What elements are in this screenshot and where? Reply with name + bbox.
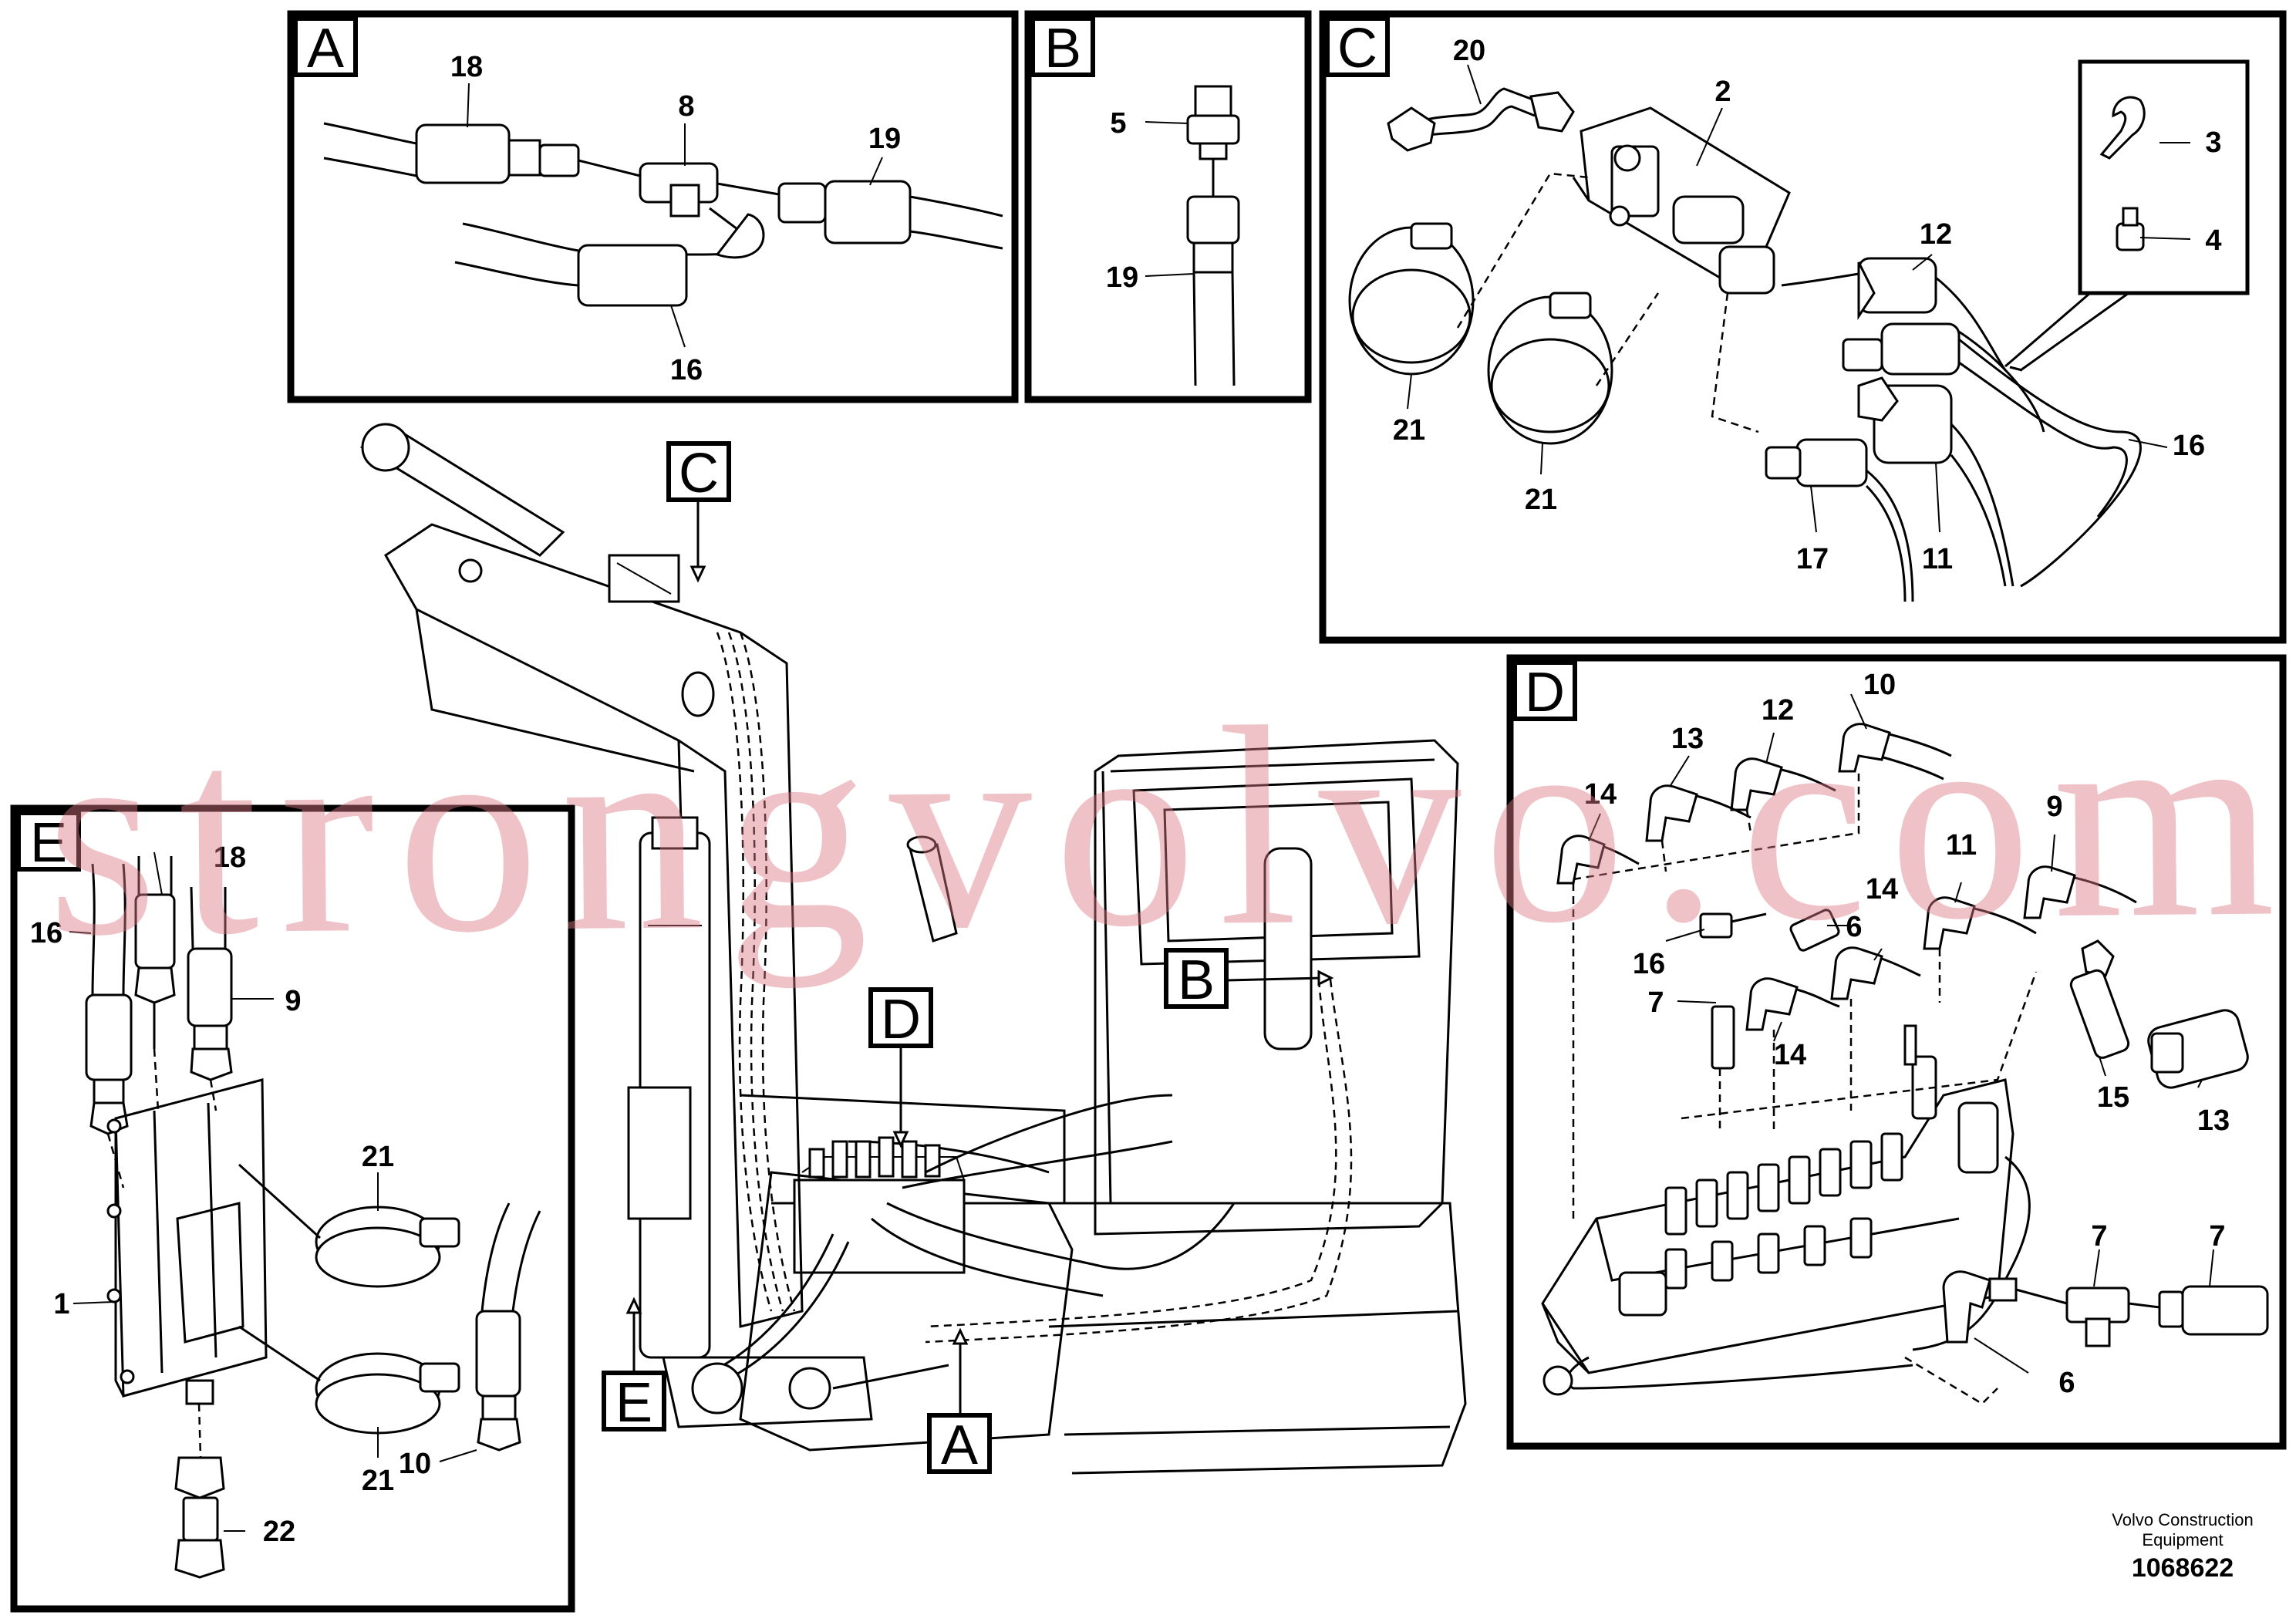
panel-e-callout-1: 1 [53, 1288, 69, 1320]
machine-drawing [359, 423, 1467, 1475]
panel-d-callout-13a: 13 [1671, 723, 1704, 755]
panel-b-callout-19: 19 [1106, 261, 1138, 294]
panel-c-callout-21b: 21 [1525, 484, 1557, 516]
elbow-fittings [1556, 723, 2137, 1031]
detail-panel-d: D [1506, 654, 2287, 1450]
footer-company-line2: Equipment [2142, 1530, 2224, 1549]
valve-spools [1618, 1024, 1999, 1317]
panel-a-callout-18: 18 [450, 51, 483, 83]
panel-b-callout-5: 5 [1110, 107, 1126, 140]
panel-d-callout-6a: 6 [1846, 911, 1862, 943]
panel-d-callout-12: 12 [1762, 694, 1794, 727]
panel-a-letter: A [307, 18, 344, 79]
panel-e-callout-9: 9 [285, 985, 301, 1017]
footer-company-line1: Volvo Construction [2112, 1510, 2254, 1529]
panel-e-callout-22: 22 [263, 1516, 295, 1548]
main-marker-b[interactable]: B [1164, 948, 1229, 1011]
panel-d-letter: D [1525, 662, 1565, 723]
panel-c-callout-11: 11 [1922, 543, 1953, 575]
marker-b-label: B [1178, 949, 1215, 1011]
panel-a-callout-16: 16 [670, 354, 703, 386]
panel-d-callout-7a: 7 [1647, 986, 1664, 1019]
panel-c-callout-3: 3 [2205, 126, 2221, 159]
footer-company: Volvo Construction Equipment [2067, 1510, 2296, 1550]
panel-b-letter: B [1044, 18, 1081, 79]
panel-c-callout-12: 12 [1920, 218, 1952, 251]
panel-d-callout-14c: 14 [1774, 1039, 1806, 1071]
panel-d-callout-7b: 7 [2091, 1220, 2107, 1253]
panel-c-callout-16: 16 [2173, 430, 2205, 462]
main-marker-a[interactable]: A [927, 1413, 992, 1476]
panel-e-letter: E [30, 812, 67, 874]
panel-d-callout-6b: 6 [2058, 1367, 2075, 1399]
detail-panel-e: E [10, 804, 575, 1613]
panel-c-callout-4: 4 [2205, 224, 2221, 257]
main-marker-d[interactable]: D [868, 987, 933, 1050]
panel-e-callout-16: 16 [30, 917, 62, 949]
detail-panel-a: A 18 8 19 16 [287, 10, 1019, 403]
panel-d-callout-7c: 7 [2209, 1220, 2225, 1253]
panel-d-callout-10: 10 [1863, 669, 1896, 701]
panel-e-callout-21a: 21 [362, 1141, 394, 1173]
panel-c-callout-20: 20 [1453, 35, 1485, 67]
main-marker-c[interactable]: C [666, 441, 731, 504]
panel-c-callout-21a: 21 [1393, 414, 1425, 447]
panel-d-callout-14b: 14 [1866, 873, 1898, 905]
panel-c-callout-2: 2 [1714, 76, 1731, 108]
footer-part-number: 1068622 [2131, 1553, 2234, 1583]
detail-panel-c: C [1319, 10, 2287, 644]
panel-a-callout-8: 8 [678, 90, 694, 123]
panel-d-callout-15: 15 [2097, 1081, 2129, 1114]
panel-e-callout-18: 18 [214, 841, 246, 874]
main-marker-e[interactable]: E [602, 1371, 666, 1434]
detail-panel-b: B 5 19 [1024, 10, 1312, 403]
panel-d-callout-13b: 13 [2197, 1104, 2230, 1137]
panel-e-callout-10: 10 [399, 1448, 431, 1480]
marker-e-label: E [615, 1372, 652, 1434]
panel-d-callout-11: 11 [1946, 829, 1977, 862]
panel-c-letter: C [1337, 18, 1377, 79]
panel-d-callout-16: 16 [1633, 948, 1665, 980]
panel-d-callout-14a: 14 [1584, 778, 1617, 811]
marker-c-label: C [679, 443, 719, 504]
marker-d-label: D [881, 989, 921, 1050]
marker-a-label: A [941, 1415, 978, 1476]
panel-e-callout-21b: 21 [362, 1465, 394, 1497]
panel-d-callout-9: 9 [2046, 791, 2062, 823]
panel-c-callout-17: 17 [1796, 543, 1829, 575]
panel-a-callout-19: 19 [868, 123, 901, 155]
